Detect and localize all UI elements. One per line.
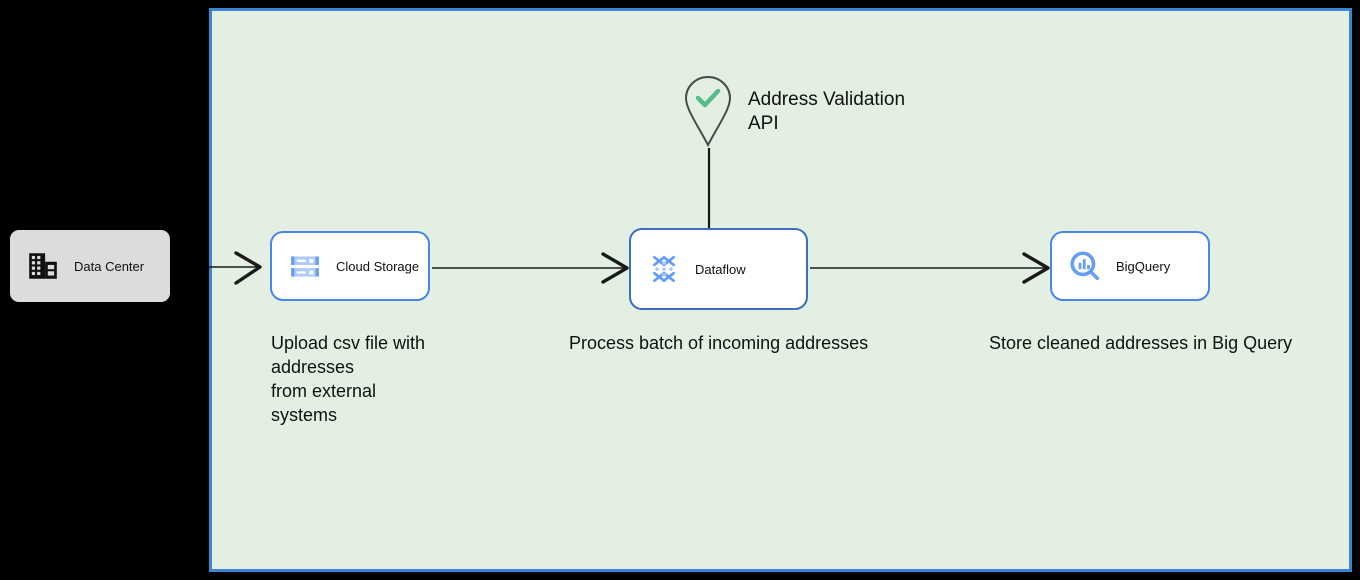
node-dataflow-label: Dataflow bbox=[695, 261, 746, 277]
caption-cloud-storage: Upload csv file with addresses from exte… bbox=[271, 333, 426, 425]
map-pin-check-icon bbox=[684, 75, 732, 147]
caption-bigquery: Store cleaned addresses in Big Query bbox=[989, 333, 1293, 353]
building-icon bbox=[29, 253, 57, 279]
node-cloud-storage[interactable]: Cloud Storage bbox=[270, 231, 430, 301]
node-dataflow[interactable]: Dataflow bbox=[629, 228, 808, 310]
bigquery-icon bbox=[1070, 251, 1100, 281]
node-bigquery[interactable]: BigQuery bbox=[1050, 231, 1210, 301]
node-data-center[interactable]: Data Center bbox=[10, 230, 170, 302]
node-address-validation-api[interactable] bbox=[684, 75, 732, 147]
caption-dataflow: Process batch of incoming addresses bbox=[569, 333, 869, 353]
node-cloud-storage-label: Cloud Storage bbox=[336, 258, 420, 274]
node-address-validation-api-label: Address Validation API bbox=[748, 89, 906, 134]
node-bigquery-label: BigQuery bbox=[1116, 258, 1171, 274]
cloud-storage-icon bbox=[291, 256, 319, 277]
dataflow-icon bbox=[653, 255, 675, 283]
node-data-center-label: Data Center bbox=[74, 258, 145, 274]
